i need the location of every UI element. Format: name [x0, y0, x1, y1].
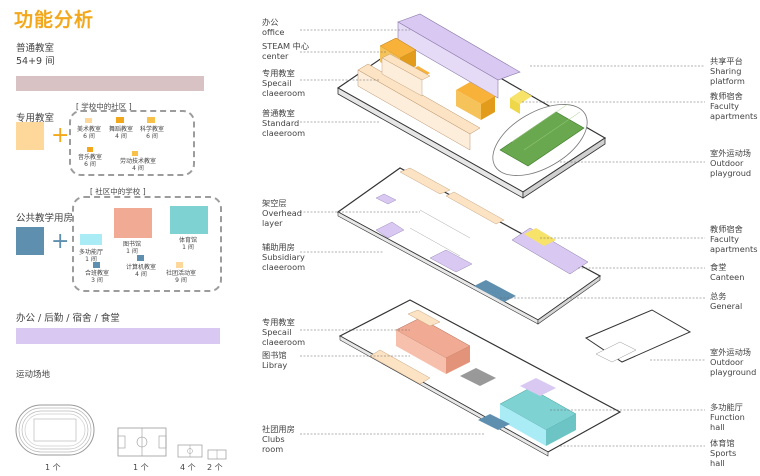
art-room-swatch	[85, 118, 92, 123]
dance-room-swatch	[116, 117, 124, 123]
labor-room-swatch	[132, 151, 138, 156]
outdoor-field	[492, 103, 588, 176]
special-classroom-swatch	[16, 122, 44, 150]
football-field-icon	[117, 427, 167, 457]
football-count: 1 个	[133, 463, 149, 472]
track-count: 1 个	[45, 463, 61, 472]
computer-room-swatch	[137, 255, 144, 261]
public-group-box	[72, 196, 222, 292]
sports-field-label: 运动场地	[16, 370, 51, 380]
running-track-icon	[15, 404, 95, 456]
small-court-icon	[207, 449, 227, 460]
sports-hall-swatch	[170, 206, 208, 234]
regular-classroom-label: 普通教室	[16, 43, 55, 54]
subsidiary-block	[375, 221, 405, 239]
library-swatch	[114, 208, 152, 238]
small-court-count: 2 个	[207, 463, 223, 472]
basketball-count: 4 个	[180, 463, 196, 472]
public-room-swatch	[16, 227, 44, 255]
leader-lines	[300, 29, 705, 447]
faculty-apartment-block	[510, 90, 532, 104]
canteen-block	[511, 227, 589, 275]
science-room-swatch	[147, 117, 155, 123]
music-room-swatch	[87, 147, 93, 152]
page-title: 功能分析	[14, 9, 95, 31]
function-hall-block	[520, 378, 556, 396]
function-hall-swatch	[80, 234, 102, 245]
special-group-title: [ 学校中的社区 ]	[76, 102, 132, 111]
special-group-box	[69, 110, 195, 176]
office-bar	[16, 328, 220, 344]
office-label: 办公 / 后勤 / 宿舍 / 食堂	[16, 313, 120, 324]
basketball-court-icon	[177, 444, 203, 458]
general-block	[474, 280, 516, 302]
plus-icon: +	[51, 229, 70, 254]
ground-floor-plate	[338, 299, 692, 457]
regular-classroom-count: 54+9 间	[16, 56, 55, 67]
stair-block	[460, 368, 496, 386]
middle-floor-plate	[336, 167, 602, 325]
club-room-swatch	[176, 262, 183, 268]
plus-icon: +	[51, 123, 70, 148]
public-group-title: [ 社区中的学校 ]	[90, 187, 146, 196]
clubs-room-block	[478, 414, 510, 430]
public-room-label: 公共教学用房	[16, 213, 74, 224]
special-classroom-label: 专用教室	[16, 113, 55, 124]
combined-class-swatch	[93, 262, 100, 268]
regular-classroom-bar	[16, 76, 204, 91]
faculty-apartment-block-2	[524, 228, 556, 246]
special-classroom-block-2	[456, 82, 495, 104]
overhead-block	[399, 167, 451, 195]
